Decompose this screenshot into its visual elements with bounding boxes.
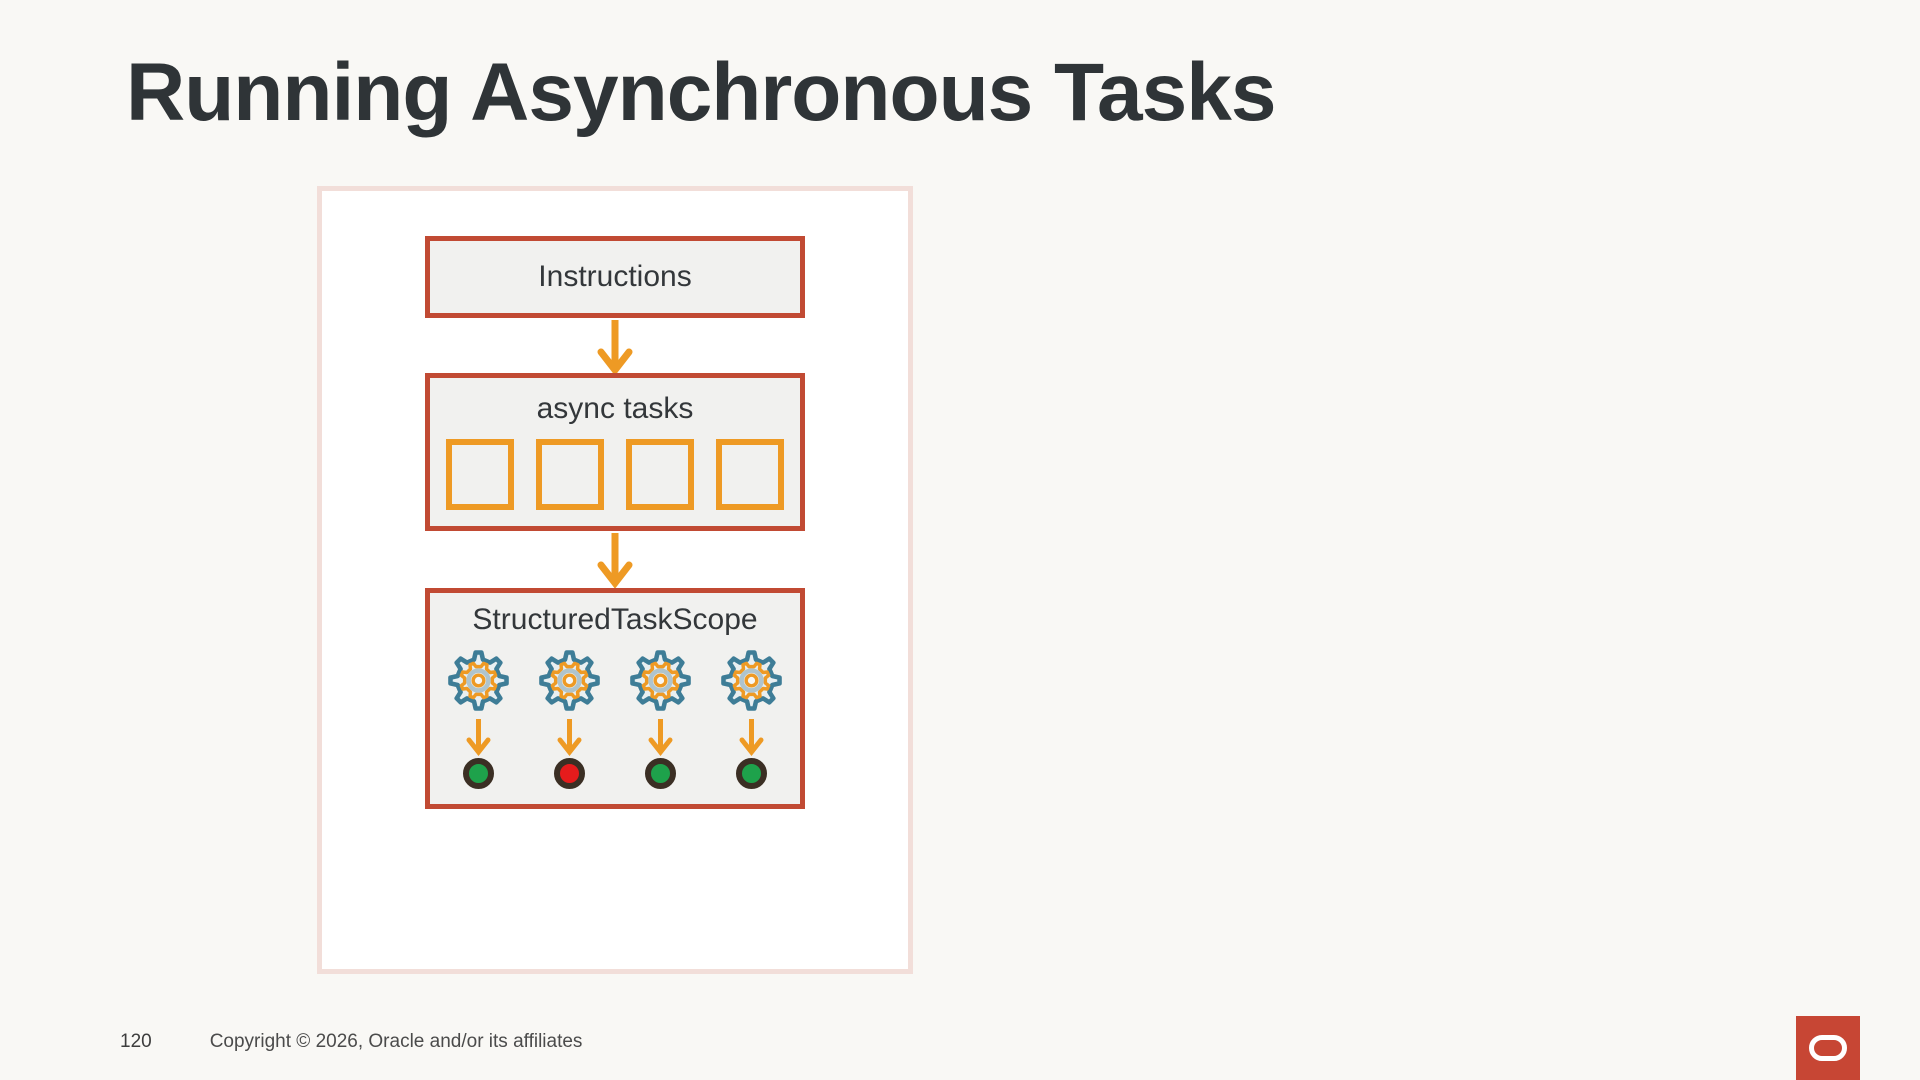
gear-icon: [447, 650, 509, 711]
task-status-dot: [645, 758, 677, 789]
async-task-slot: [536, 439, 604, 510]
async-task-slot: [626, 439, 694, 510]
down-arrow-icon: [466, 719, 490, 756]
gear-icon: [630, 650, 691, 711]
worker: [627, 647, 695, 789]
down-arrow-icon: [648, 719, 673, 756]
gear-icon: [721, 650, 783, 711]
oracle-logo: [1796, 1016, 1860, 1080]
async-task-slot: [716, 439, 784, 510]
async-task-slot: [446, 439, 514, 510]
async-tasks-box: async tasks: [425, 373, 805, 531]
structured-task-scope-label: StructuredTaskScope: [472, 603, 758, 636]
down-arrow-icon: [597, 320, 633, 376]
worker: [444, 647, 512, 789]
down-arrow-icon: [557, 719, 582, 756]
task-status-dot: [553, 758, 585, 789]
diagram-frame: Instructions async tasks StructuredTaskS…: [317, 186, 913, 974]
worker: [535, 647, 603, 789]
slide-title: Running Asynchronous Tasks: [126, 47, 1276, 138]
structured-task-scope-box: StructuredTaskScope: [425, 588, 805, 809]
task-status-dot: [462, 758, 494, 789]
instructions-box: Instructions: [425, 236, 805, 318]
task-status-dot: [736, 758, 768, 789]
footer: 120 Copyright © 2026, Oracle and/or its …: [120, 1031, 582, 1053]
down-arrow-icon: [739, 719, 764, 756]
page-number: 120: [120, 1031, 152, 1052]
oracle-logo-oval-icon: [1809, 1035, 1847, 1061]
async-tasks-label: async tasks: [536, 392, 694, 425]
instructions-label: Instructions: [538, 260, 692, 293]
worker: [718, 647, 786, 789]
copyright-text: Copyright © 2026, Oracle and/or its affi…: [209, 1031, 583, 1052]
workers-row: [430, 647, 800, 789]
down-arrow-icon: [597, 533, 633, 589]
async-task-slots: [430, 439, 800, 510]
gear-icon: [539, 650, 600, 711]
